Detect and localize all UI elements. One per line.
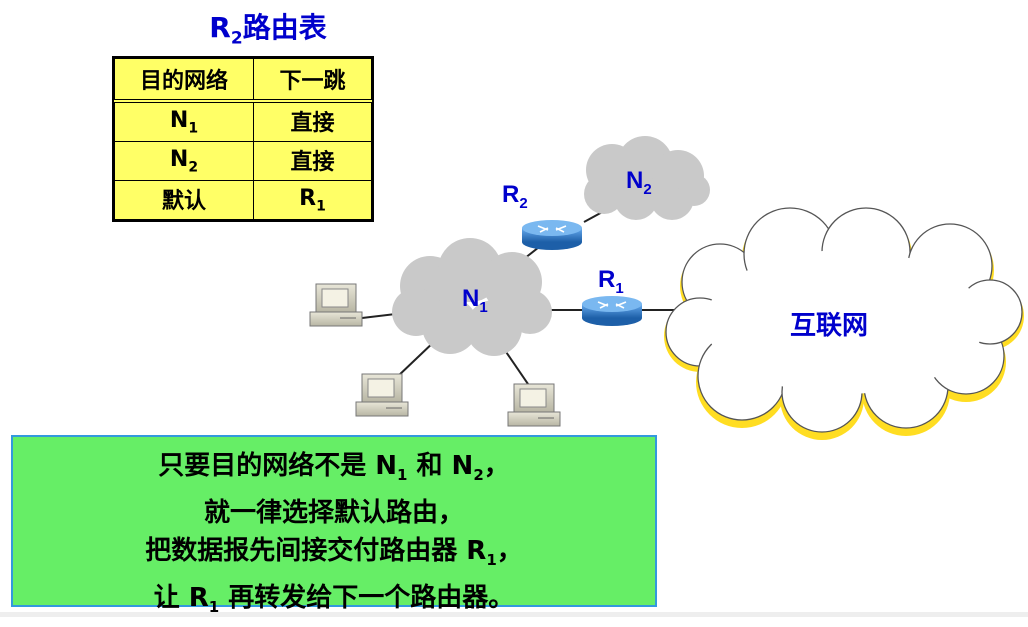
router-r1	[582, 296, 642, 326]
n2-cloud	[584, 136, 710, 220]
n2-label: N2	[626, 167, 652, 198]
table-header-row: 目的网络 下一跳	[114, 58, 372, 103]
row-next-hop: 直接	[253, 100, 372, 142]
header-dest: 目的网络	[114, 58, 254, 103]
note-box: 只要目的网络不是 N1 和 N2， 就一律选择默认路由， 把数据报先间接交付路由…	[11, 435, 657, 617]
note-line-3: 把数据报先间接交付路由器 R1，	[145, 536, 523, 570]
computer-icon	[355, 373, 409, 417]
internet-label: 互联网	[790, 311, 868, 341]
row-dest: 默认	[114, 180, 254, 220]
note-line-2: 就一律选择默认路由，	[203, 498, 464, 529]
internet-cloud	[664, 207, 1024, 440]
r1-label: R1	[598, 266, 624, 297]
table-row: 默认 R1	[114, 180, 372, 220]
bottom-bar	[0, 612, 1028, 617]
n1-label: N1	[462, 285, 488, 316]
routing-table-title: R2路由表	[209, 11, 327, 49]
note-line-4: 让 R1 再转发给下一个路由器。	[153, 583, 515, 617]
n1-cloud	[392, 238, 552, 356]
header-next-hop: 下一跳	[253, 58, 372, 103]
table-row: N1 直接	[114, 100, 372, 142]
row-dest: N2	[114, 141, 254, 181]
router-r2	[522, 220, 582, 250]
r2-label: R2	[502, 181, 528, 212]
computer-icon	[507, 383, 561, 427]
note-line-1: 只要目的网络不是 N1 和 N2，	[158, 451, 510, 485]
routing-table: 目的网络 下一跳 N1 直接 N2 直接 默认 R1	[112, 56, 374, 222]
computer-icon	[309, 283, 363, 327]
row-next-hop: R1	[253, 180, 372, 220]
